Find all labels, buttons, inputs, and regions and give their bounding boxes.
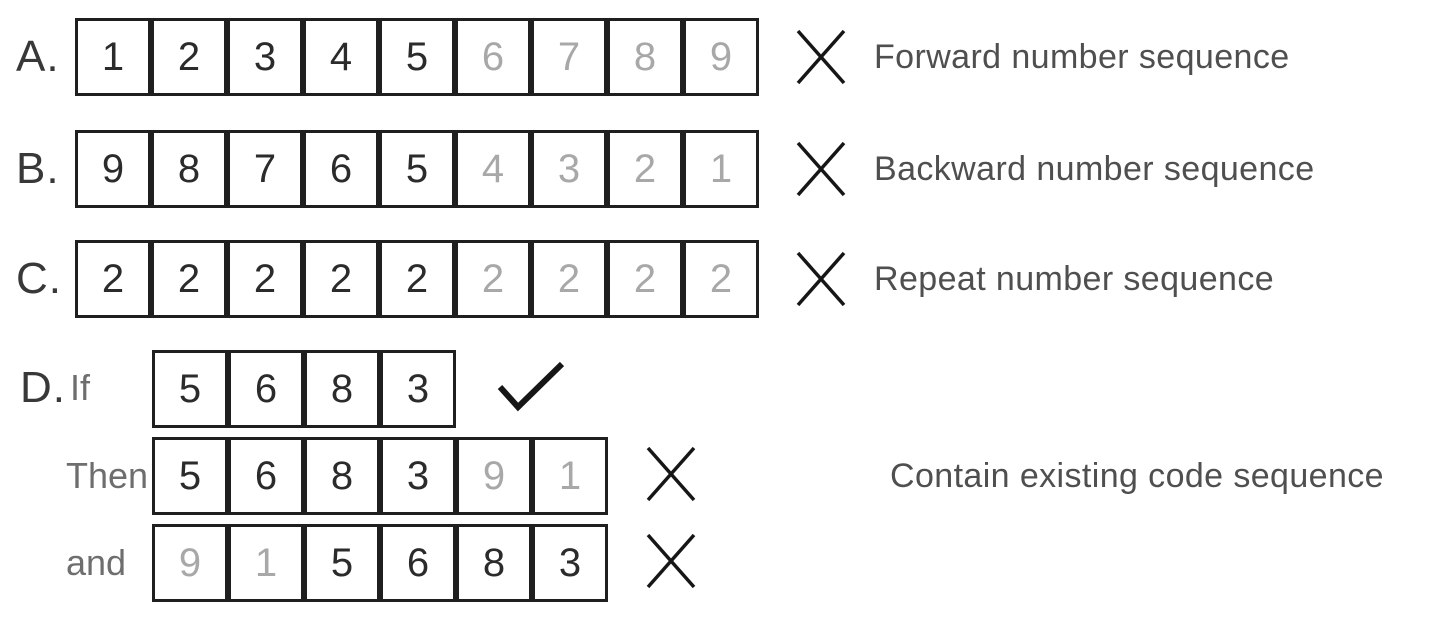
digit-cell: 1 — [683, 130, 759, 208]
digit-cell: 5 — [379, 18, 455, 96]
digit-cell: 9 — [75, 130, 151, 208]
cross-icon — [796, 251, 846, 307]
digit-cell: 3 — [532, 524, 608, 602]
digit-cell: 7 — [531, 18, 607, 96]
digit-cell: 1 — [75, 18, 151, 96]
digit-cell: 2 — [379, 240, 455, 318]
cross-icon — [796, 29, 846, 85]
row-b-description: Backward number sequence — [874, 149, 1315, 188]
digit-cell: 4 — [455, 130, 531, 208]
digit-cell: 3 — [227, 18, 303, 96]
digit-cell: 5 — [304, 524, 380, 602]
row-c-description: Repeat number sequence — [874, 259, 1275, 298]
digit-cell: 6 — [303, 130, 379, 208]
digit-cell: 1 — [228, 524, 304, 602]
digit-cell: 8 — [151, 130, 227, 208]
digit-cell: 6 — [380, 524, 456, 602]
row-d-then-label: Then — [66, 455, 149, 496]
row-d-description: Contain existing code sequence — [890, 456, 1384, 495]
digit-cell: 9 — [152, 524, 228, 602]
digit-cell: 3 — [380, 350, 456, 428]
row-d-if-label: If — [70, 367, 91, 408]
digit-cell: 5 — [152, 350, 228, 428]
digit-cell: 8 — [304, 437, 380, 515]
row-c-label: C. — [16, 254, 62, 303]
digit-cell: 2 — [607, 240, 683, 318]
digit-cell: 6 — [228, 437, 304, 515]
digit-cell: 9 — [456, 437, 532, 515]
digit-cell: 9 — [683, 18, 759, 96]
digit-cell: 3 — [380, 437, 456, 515]
digit-cell: 3 — [531, 130, 607, 208]
row-a-description: Forward number sequence — [874, 37, 1290, 76]
digit-cell: 8 — [456, 524, 532, 602]
digit-cell: 2 — [303, 240, 379, 318]
digit-cell: 8 — [304, 350, 380, 428]
digit-cell: 5 — [152, 437, 228, 515]
digit-cell: 2 — [683, 240, 759, 318]
digit-cell: 2 — [151, 18, 227, 96]
row-d-and-label: and — [66, 542, 127, 583]
digit-cell: 5 — [379, 130, 455, 208]
cross-icon — [796, 141, 846, 197]
digit-cell: 2 — [455, 240, 531, 318]
digit-cell: 6 — [228, 350, 304, 428]
digit-cell: 2 — [75, 240, 151, 318]
digit-cell: 1 — [532, 437, 608, 515]
digit-cell: 6 — [455, 18, 531, 96]
digit-cell: 2 — [227, 240, 303, 318]
digit-cell: 2 — [151, 240, 227, 318]
row-a-label: A. — [16, 32, 60, 81]
digit-cell: 8 — [607, 18, 683, 96]
check-icon — [497, 360, 565, 412]
digit-cell: 7 — [227, 130, 303, 208]
row-b-label: B. — [16, 144, 60, 193]
cross-icon — [646, 533, 696, 589]
row-d-label: D. — [20, 363, 66, 412]
digit-cell: 2 — [531, 240, 607, 318]
cross-icon — [646, 446, 696, 502]
digit-cell: 4 — [303, 18, 379, 96]
digit-cell: 2 — [607, 130, 683, 208]
